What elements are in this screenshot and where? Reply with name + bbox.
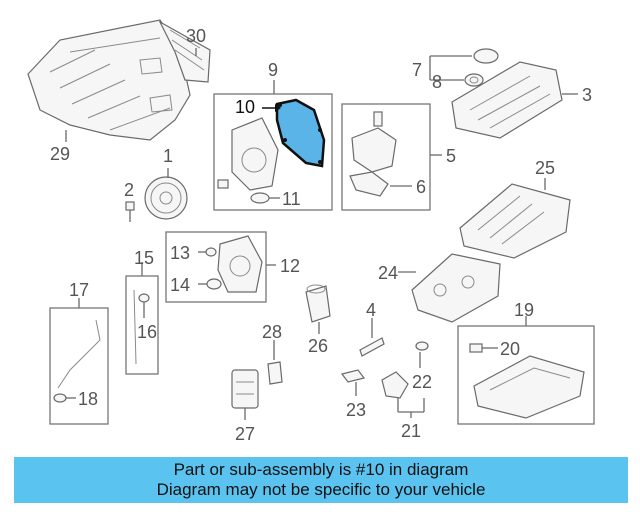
callout-7: 7 [412,60,422,80]
timing-cover [231,117,279,191]
upper-oil-pan [459,183,571,259]
callout-28: 28 [262,322,282,342]
info-banner: Part or sub-assembly is #10 in diagram D… [14,457,628,503]
callout-14: 14 [170,275,190,295]
timing-cover-gasket-highlighted [275,98,326,168]
callout-25: 25 [535,158,555,178]
callout-5: 5 [446,146,456,166]
valve-cover [451,61,563,139]
callout-24: 24 [378,263,398,283]
callout-20: 20 [500,339,520,359]
callout-11: 11 [282,189,301,209]
group-box-12 [165,231,267,303]
callout-2: 2 [124,180,134,200]
parts-diagram: 30 29 1 2 9 10 11 5 6 [27,19,595,444]
callout-30: 30 [186,26,206,46]
callout-27: 27 [235,424,255,444]
lower-oil-pan [473,355,585,419]
banner-line-2: Diagram may not be specific to your vehi… [156,480,486,499]
oil-cooler [231,369,259,409]
callout-12: 12 [280,256,300,276]
oil-pressure-switch [267,361,283,385]
dipstick [133,289,137,365]
oil-filter [305,284,331,323]
callout-23: 23 [346,400,366,420]
pulley-bolt [125,201,135,222]
balance-shaft-cover [217,235,263,293]
oil-pickup [381,341,429,399]
callout-8: 8 [432,72,442,92]
callout-29: 29 [50,144,70,164]
callout-22: 22 [412,372,432,392]
oil-level-sender [340,369,366,383]
banner-line-1: Part or sub-assembly is #10 in diagram [173,460,469,479]
callout-13: 13 [170,243,190,263]
crankshaft-pulley [144,176,188,220]
callout-26: 26 [308,336,328,356]
oil-filler-cap [464,48,499,87]
callout-3: 3 [582,85,592,105]
callout-19: 19 [514,300,534,320]
callout-17: 17 [69,280,89,300]
drain-plug [469,343,483,353]
group-box-9 [213,93,333,211]
callout-1: 1 [163,146,173,166]
group-box-5 [341,103,431,211]
callout-4: 4 [366,300,376,320]
callout-18: 18 [78,389,98,409]
oil-pump [349,111,397,197]
oil-baffle [359,337,385,357]
callout-9: 9 [268,60,278,80]
dipstick-tube [57,319,101,389]
intake-manifold [27,19,211,141]
callout-15: 15 [134,248,154,268]
crankcase-lower [411,253,501,323]
callout-6: 6 [416,177,426,197]
callout-10: 10 [235,97,255,117]
callout-16: 16 [137,322,157,342]
callout-21: 21 [401,421,421,441]
